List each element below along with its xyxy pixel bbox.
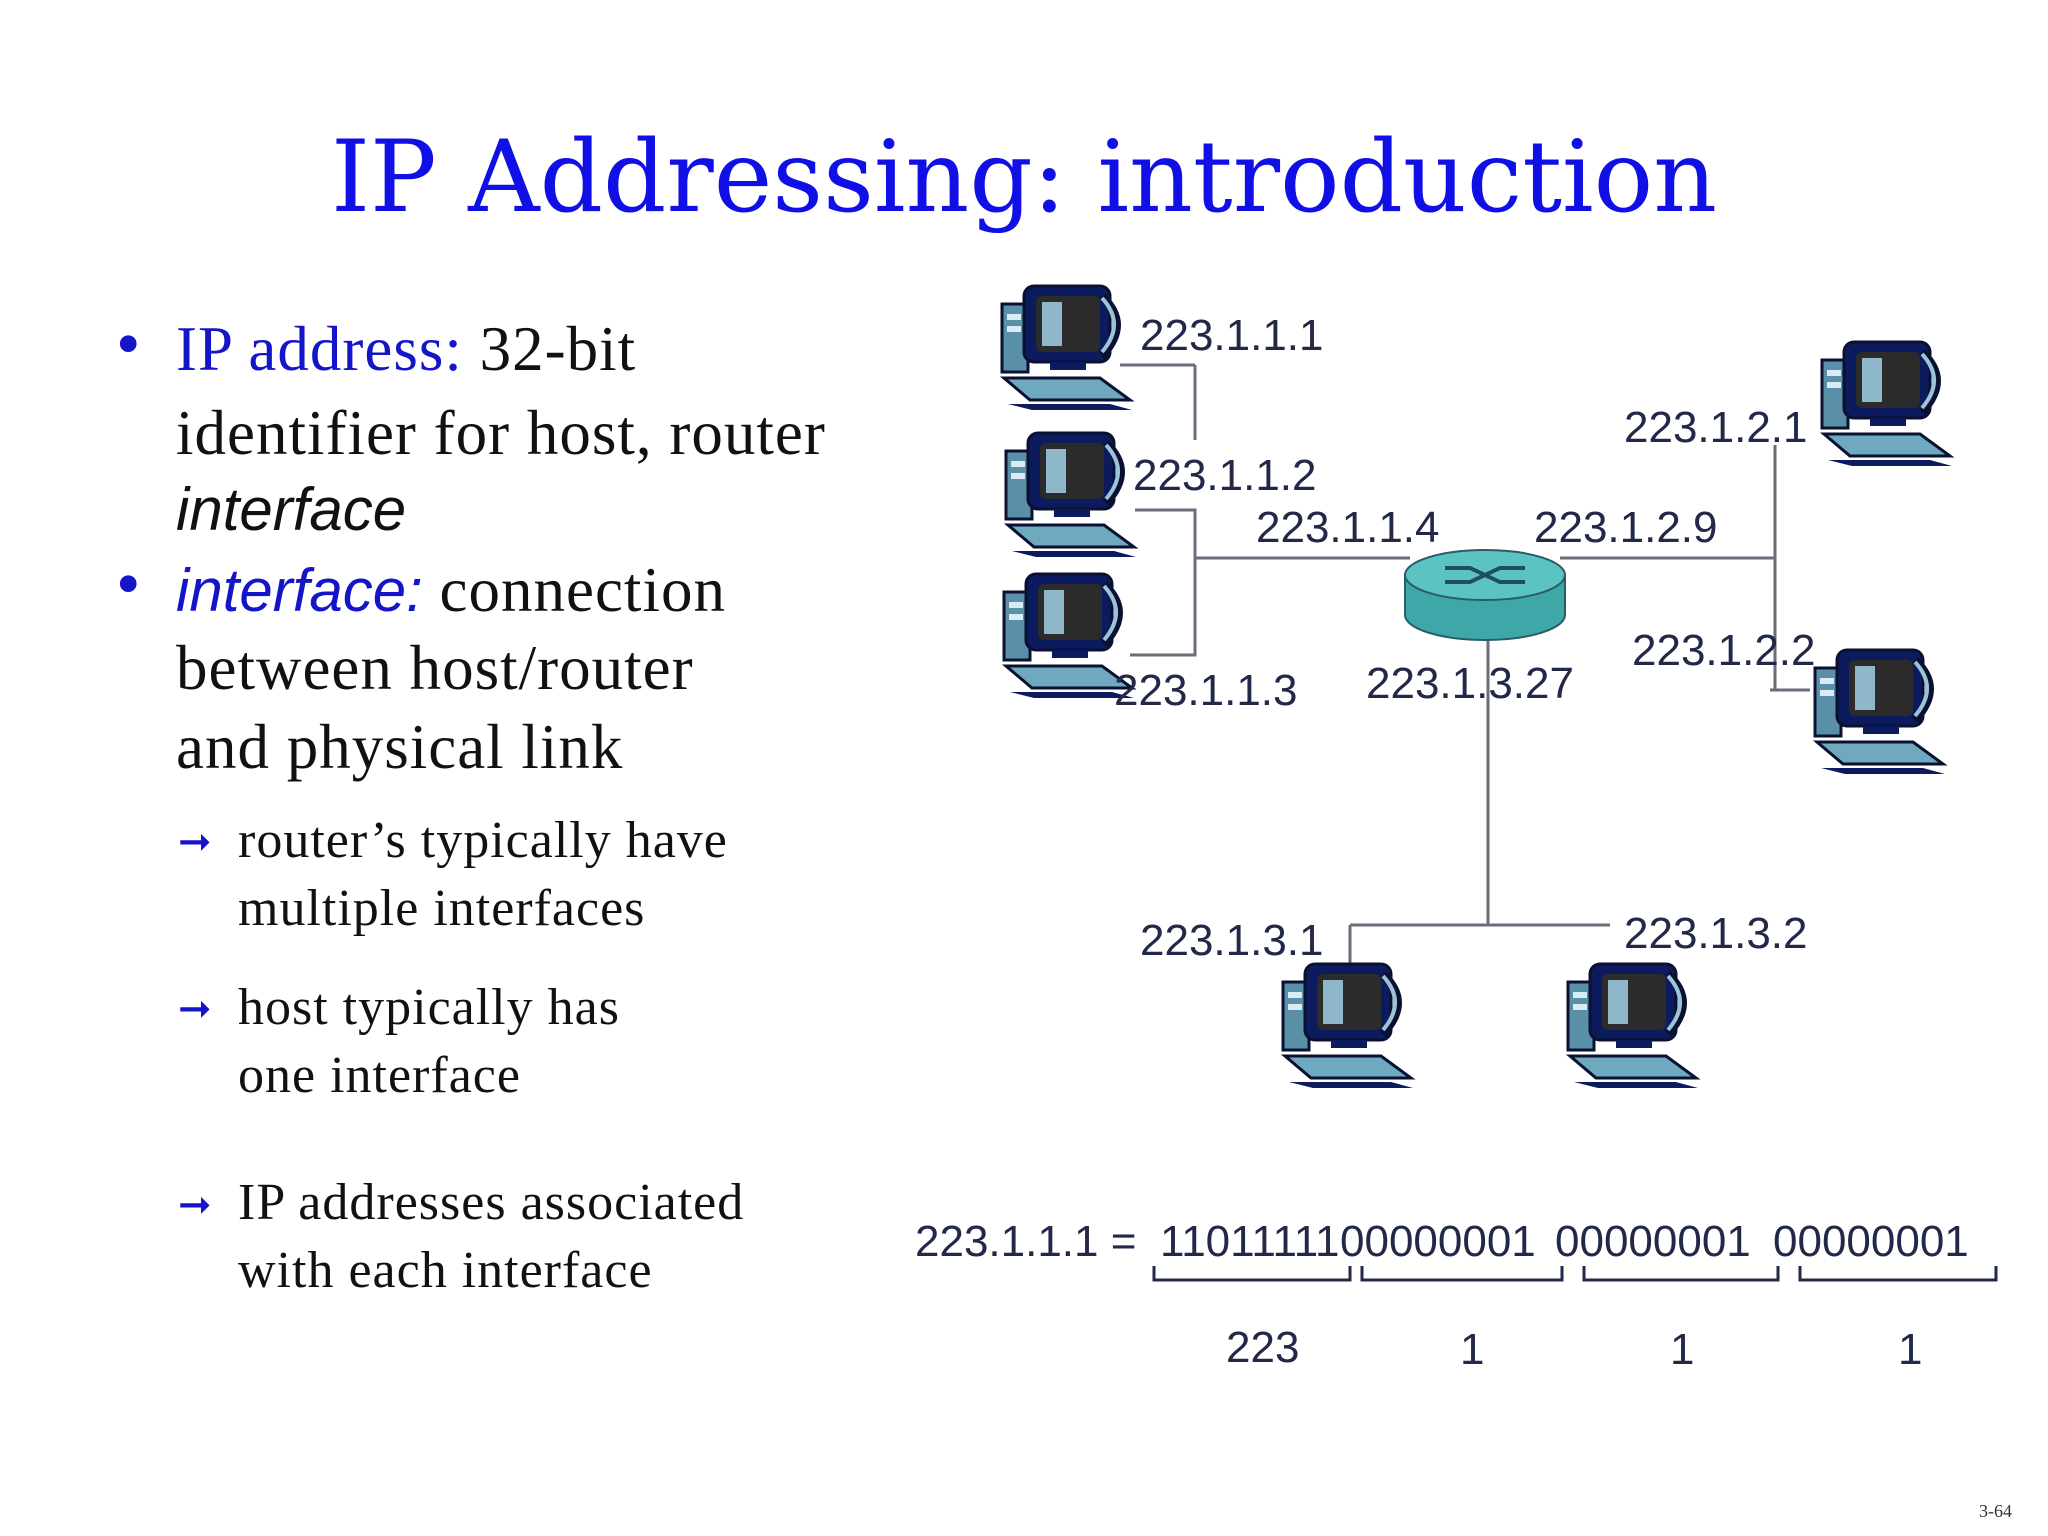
subbullet-line: with each interface: [238, 1242, 653, 1299]
address-label: 223.1.1.3: [1114, 666, 1298, 715]
subbullet-line: router’s typically have: [238, 812, 728, 869]
address-label: 223.1.1.1: [1140, 311, 1324, 360]
octet-bracket: [1360, 1266, 1564, 1282]
address-label: 223.1.3.27: [1366, 659, 1574, 708]
address-label: 223.1.1.4: [1256, 503, 1440, 552]
bullet-line: identifier for host, router: [176, 398, 826, 468]
router-icon: [1404, 549, 1566, 641]
binary-octet: 00000001: [1555, 1217, 1751, 1266]
subbullet-line: one interface: [238, 1047, 521, 1104]
octet-decimal: 1: [1898, 1325, 1922, 1374]
host-computer-icon: [1283, 964, 1413, 1088]
host-computer-icon: [1002, 286, 1132, 410]
bullet-text: 32-bit: [479, 314, 637, 384]
host-computer-icon: [1815, 650, 1945, 774]
slide-title: IP Addressing: introduction: [330, 120, 1718, 235]
arrow-icon: ➞: [178, 986, 212, 1032]
bullet-dot: •: [116, 546, 141, 623]
octet-decimal: 1: [1670, 1325, 1694, 1374]
address-label: 223.1.1.2: [1133, 451, 1317, 500]
binary-octet: 00000001: [1773, 1217, 1969, 1266]
address-label: 223.1.3.1: [1140, 916, 1324, 965]
slide-number: 3-64: [1979, 1501, 2012, 1521]
subbullet-line: multiple interfaces: [238, 880, 646, 937]
arrow-icon: ➞: [178, 1182, 212, 1228]
octet-decimal: 223: [1226, 1323, 1299, 1372]
host-computer-icon: [1006, 433, 1136, 557]
bullet-term: interface:: [176, 557, 423, 624]
binary-octet: 11011111: [1160, 1217, 1339, 1266]
octet-bracket: [1798, 1266, 1998, 1282]
octet-bracket: [1152, 1266, 1352, 1282]
bullet-line: interface: connection: [176, 559, 726, 622]
binary-octet: 00000001: [1340, 1217, 1536, 1266]
address-label: 223.1.2.2: [1632, 626, 1816, 675]
bullet-text: connection: [439, 555, 726, 625]
address-label: 223.1.2.1: [1624, 403, 1808, 452]
bullet-line: and physical link: [176, 712, 624, 782]
octet-bracket: [1582, 1266, 1780, 1282]
host-computer-icon: [1822, 342, 1952, 466]
subbullet-line: IP addresses associated: [238, 1174, 745, 1231]
address-label: 223.1.2.9: [1534, 503, 1718, 552]
bullet-line: between host/router: [176, 633, 694, 703]
address-label: 223.1.3.2: [1624, 909, 1808, 958]
bullet-line: interface: [176, 476, 407, 543]
bullet-term: IP address:: [176, 314, 463, 384]
octet-decimal: 1: [1460, 1325, 1484, 1374]
binary-lhs: 223.1.1.1 =: [915, 1217, 1136, 1266]
bullet-line: IP address: 32-bit: [176, 318, 636, 381]
bullet-dot: •: [116, 306, 141, 383]
host-computer-icon: [1568, 964, 1698, 1088]
arrow-icon: ➞: [178, 819, 212, 865]
subbullet-line: host typically has: [238, 979, 620, 1036]
